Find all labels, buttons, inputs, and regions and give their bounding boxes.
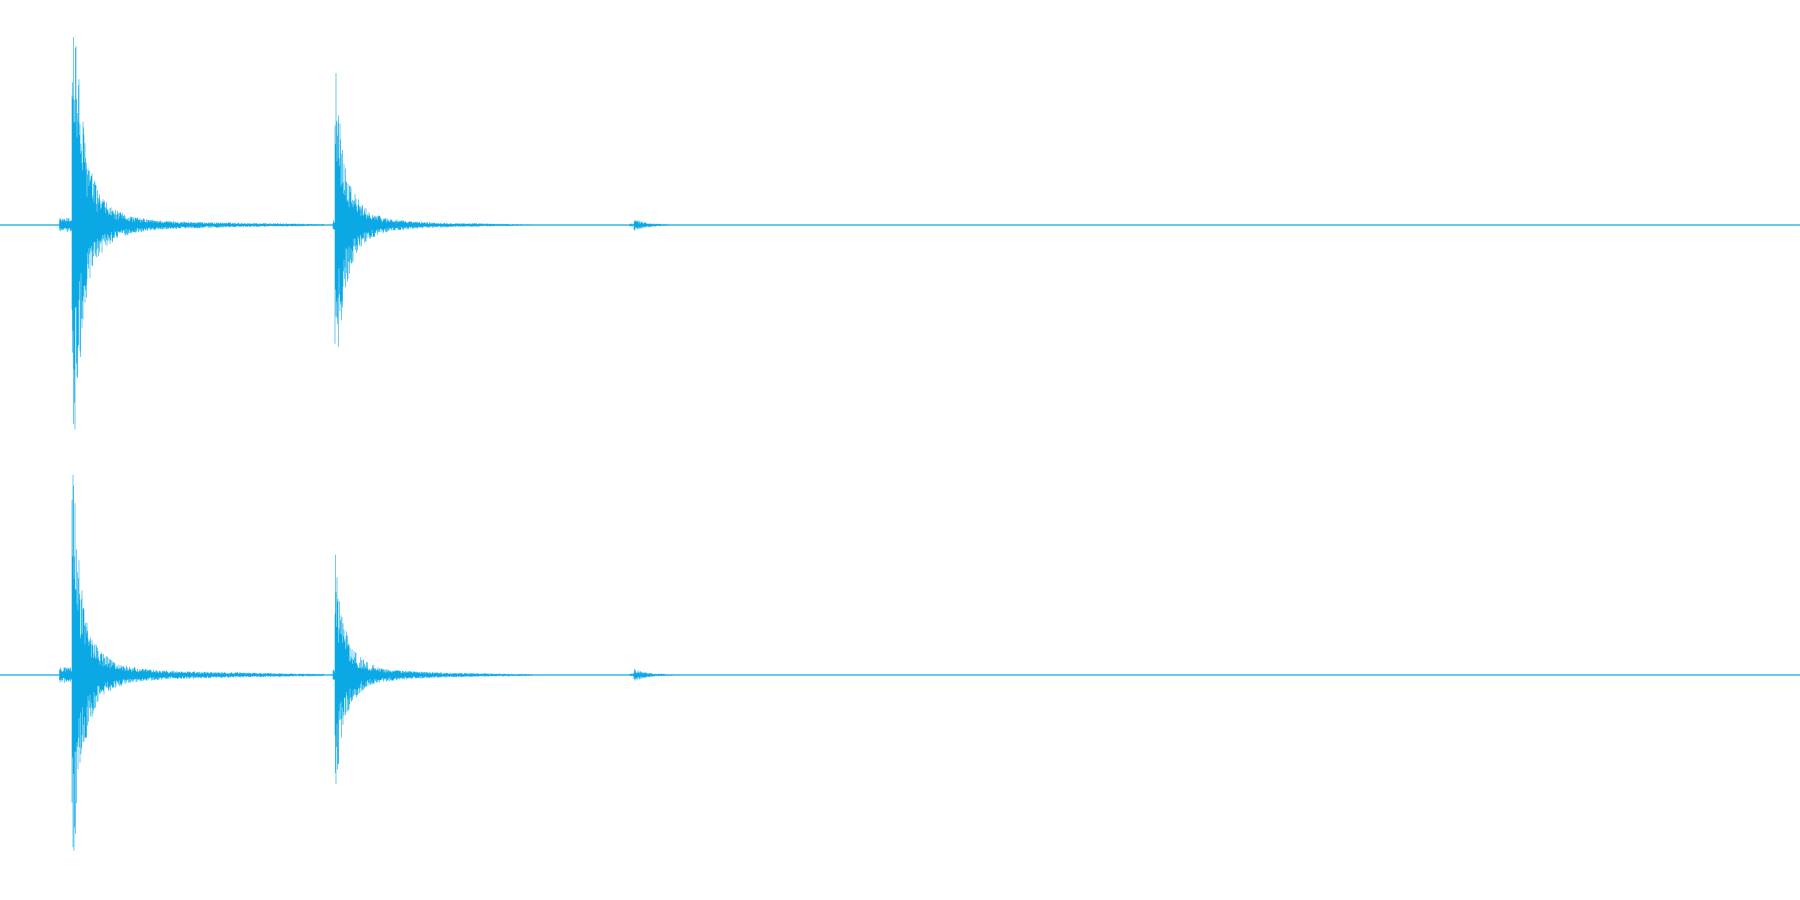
waveform-left-trace bbox=[0, 37, 1800, 430]
waveform-right-plot bbox=[0, 474, 1800, 851]
waveform-left-plot bbox=[0, 37, 1800, 430]
waveform-right-trace bbox=[0, 474, 1800, 851]
waveform-channel-right bbox=[0, 450, 1800, 900]
waveform-channel-left bbox=[0, 37, 1800, 430]
